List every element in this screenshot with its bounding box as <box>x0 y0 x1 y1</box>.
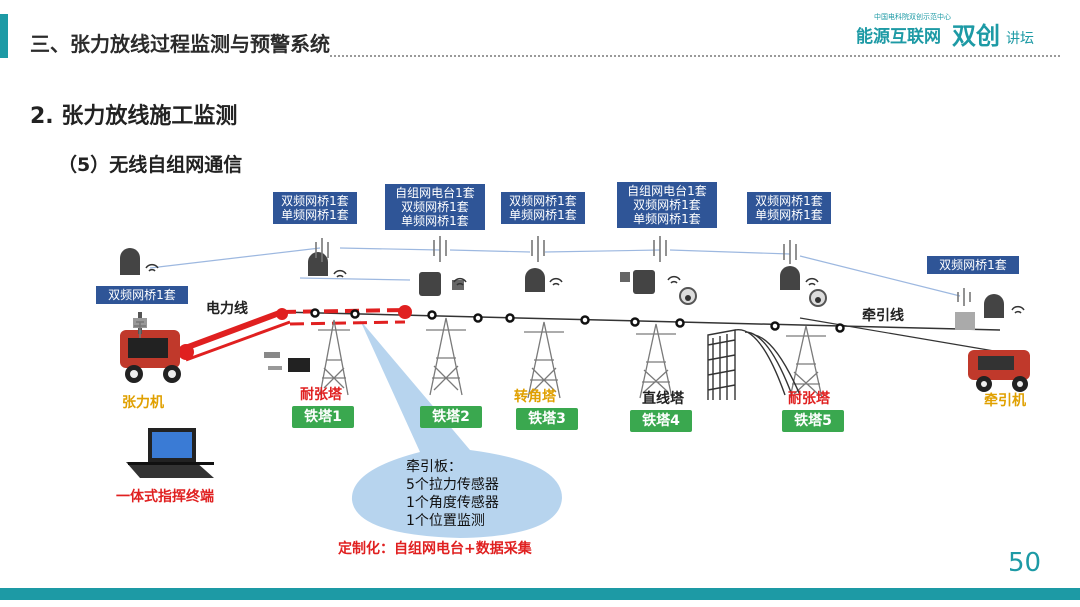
brand-logo: 中国电科院双创示范中心 能源互联网 双创 讲坛 <box>856 12 1056 50</box>
brand-tail-text: 讲坛 <box>1006 31 1034 47</box>
info-box-tower4: 自组网电台1套 双频网桥1套 单频网桥1套 <box>617 182 717 228</box>
pull-board-dot <box>398 305 412 319</box>
wifi-icon <box>805 277 819 286</box>
subsection-heading: （5）无线自组网通信 <box>58 154 243 176</box>
footer-bar <box>0 588 1080 600</box>
info-box-tower5: 双频网桥1套 单频网桥1套 <box>747 192 831 224</box>
puller-graphic <box>968 350 1030 392</box>
info-box-tower2: 自组网电台1套 双频网桥1套 单频网桥1套 <box>385 184 485 230</box>
page-number: 50 <box>1008 548 1042 578</box>
wifi-icon <box>145 263 159 272</box>
wifi-icon <box>667 275 681 284</box>
tower4-type-label: 直线塔 <box>642 391 684 407</box>
bridge-antennas <box>134 236 971 338</box>
tower-1 <box>318 319 350 396</box>
radio-5 <box>780 266 800 290</box>
terminal-label: 一体式指挥终端 <box>116 489 214 505</box>
tower-badge-5: 铁塔5 <box>782 410 844 432</box>
bubble-line: 1个角度传感器 <box>406 495 499 511</box>
dome-cameras <box>679 287 827 307</box>
pull-line-label: 牵引线 <box>862 308 904 324</box>
bubble-line: 5个拉力传感器 <box>406 477 499 493</box>
info-box-tension-side: 双频网桥1套 <box>96 286 188 304</box>
wifi-icon <box>549 277 563 286</box>
pull-board-devices <box>264 352 310 372</box>
wifi-icon <box>453 277 467 286</box>
tower-3 <box>524 321 564 399</box>
wifi-icon <box>333 269 347 278</box>
radio-3 <box>525 268 545 292</box>
sensor-bubble-text: 牵引板： 5个拉力传感器 1个角度传感器 1个位置监测 <box>406 458 499 530</box>
radio-1 <box>308 252 328 276</box>
header-divider <box>330 55 1060 57</box>
puller-label: 牵引机 <box>984 393 1026 409</box>
radio-devices <box>120 248 1004 330</box>
terminal-graphic <box>126 428 214 478</box>
tower1-type-label: 耐张塔 <box>300 387 342 403</box>
wifi-icon <box>1011 305 1025 314</box>
tension-machine-label: 张力机 <box>122 395 164 411</box>
bubble-line: 1个位置监测 <box>406 513 485 529</box>
tower-4 <box>636 323 676 399</box>
sensor-bubble <box>351 320 562 538</box>
info-box-puller-side: 双频网桥1套 <box>927 256 1019 274</box>
pulleys <box>310 308 845 333</box>
tower-badge-1: 铁塔1 <box>292 406 354 428</box>
tower-badge-4: 铁塔4 <box>630 410 692 432</box>
tower3-type-label: 转角塔 <box>514 389 556 405</box>
tower-badge-2: 铁塔2 <box>420 406 482 428</box>
tower-badge-3: 铁塔3 <box>516 408 578 430</box>
power-line <box>178 309 284 353</box>
towers <box>318 317 826 399</box>
brand-main-text: 能源互联网 <box>856 27 941 47</box>
tower-2 <box>426 317 466 396</box>
wireless-links <box>149 247 961 297</box>
info-box-tower1: 双频网桥1套 单频网桥1套 <box>273 192 357 224</box>
page-title: 三、张力放线过程监测与预警系统 <box>30 32 330 56</box>
radio-left <box>120 248 140 275</box>
radio-4 <box>620 270 655 294</box>
brand-big-text: 双创 <box>952 21 1000 50</box>
section-heading: 2. 张力放线施工监测 <box>30 104 238 129</box>
header-accent-bar <box>0 14 8 58</box>
power-line-label: 电力线 <box>206 301 248 317</box>
wifi-icons <box>145 263 1025 314</box>
customization-note: 定制化：自组网电台+数据采集 <box>338 541 532 557</box>
tower-5 <box>786 325 826 399</box>
info-box-tower3: 双频网桥1套 单频网桥1套 <box>501 192 585 224</box>
tower5-type-label: 耐张塔 <box>788 391 830 407</box>
bubble-title: 牵引板： <box>406 459 462 475</box>
crossing-scaffold <box>707 329 801 400</box>
pull-board-line <box>281 308 406 314</box>
brand-small-text: 中国电科院双创示范中心 <box>874 13 951 21</box>
radio-right <box>955 294 1004 330</box>
tension-machine-graphic <box>120 312 181 383</box>
